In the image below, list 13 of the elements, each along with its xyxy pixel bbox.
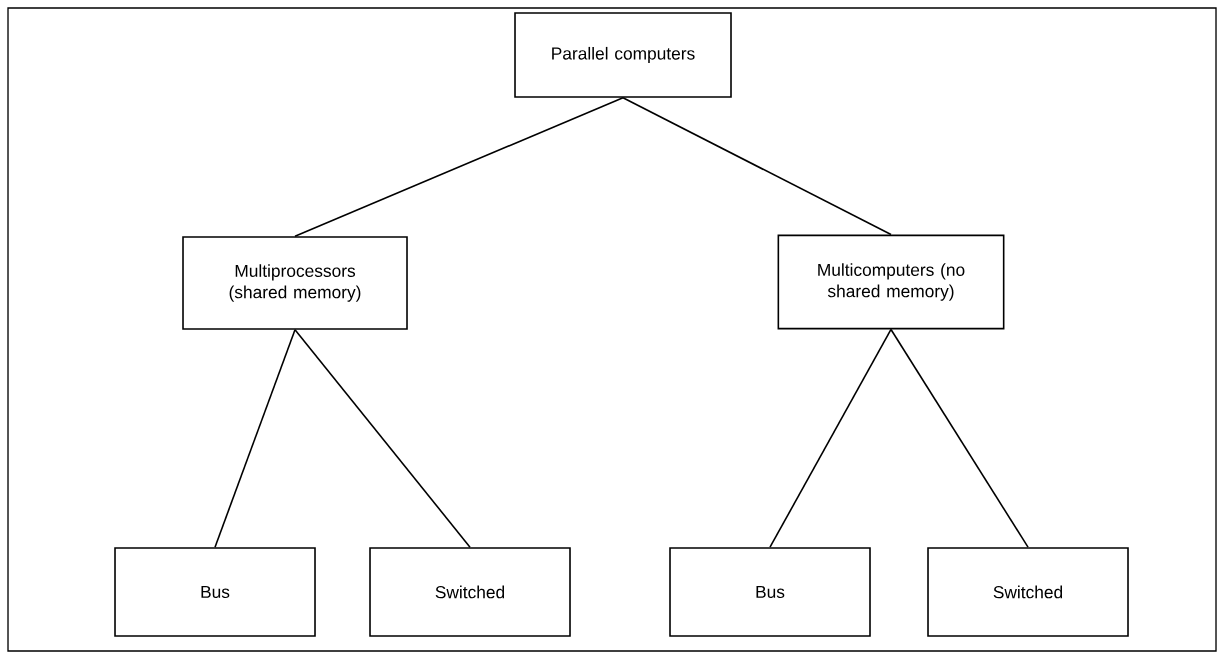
category-box: Switched [927,547,1129,637]
category-box: Switched [369,547,571,637]
connector-line [622,97,892,236]
category-box: Bus [114,547,316,637]
category-box: Parallel computers [514,12,732,98]
connector-line [890,328,1029,548]
category-box: Multicomputers (no shared memory) [777,234,1005,330]
category-box: Multiprocessors (shared memory) [182,236,408,330]
connector-line [294,329,471,548]
category-box: Bus [669,547,871,637]
connector-line [214,329,296,548]
connector-line [294,97,624,237]
connector-line [769,328,892,548]
